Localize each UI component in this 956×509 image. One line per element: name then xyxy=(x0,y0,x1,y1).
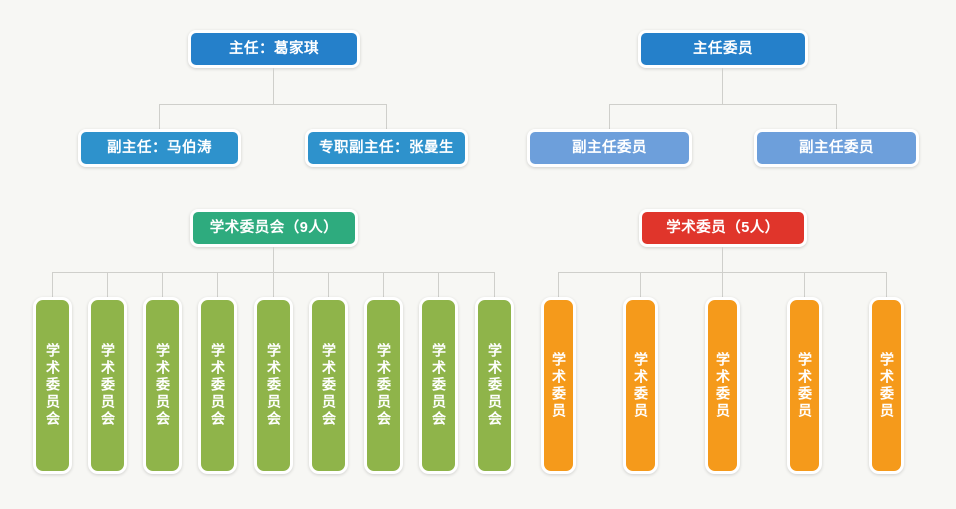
connector-left-deputies-bar xyxy=(159,104,387,105)
right-member-node-4[interactable]: 学术委员 xyxy=(787,297,822,474)
left-member-node-4[interactable]: 学术委员会 xyxy=(198,297,237,474)
right-member-node-3[interactable]: 学术委员 xyxy=(705,297,740,474)
left-root-node[interactable]: 主任：葛家琪 xyxy=(188,30,360,68)
left-committee-label: 学术委员会（9人） xyxy=(209,219,339,236)
left-committee-node[interactable]: 学术委员会（9人） xyxy=(190,209,358,247)
left-deputy-node-1[interactable]: 副主任：马伯涛 xyxy=(78,129,241,167)
right-deputy-node-1[interactable]: 副主任委员 xyxy=(527,129,692,167)
connector-left-member-drop-7 xyxy=(383,272,384,297)
left-member-label-3: 学术委员会 xyxy=(155,343,172,428)
connector-right-deputies-bar xyxy=(609,104,837,105)
left-deputy-label-2: 专职副主任：张曼生 xyxy=(319,139,454,156)
left-member-node-1[interactable]: 学术委员会 xyxy=(33,297,72,474)
left-deputy-label-1: 副主任：马伯涛 xyxy=(107,139,212,156)
right-committee-label: 学术委员（5人） xyxy=(666,219,780,236)
connector-left-member-drop-8 xyxy=(438,272,439,297)
left-member-node-8[interactable]: 学术委员会 xyxy=(419,297,458,474)
right-deputy-label-1: 副主任委员 xyxy=(572,139,647,156)
connector-right-member-drop-5 xyxy=(886,272,887,297)
right-root-label: 主任委员 xyxy=(693,40,753,57)
connector-left-deputy-1-drop xyxy=(159,104,160,129)
connector-left-committee-stem xyxy=(273,247,274,272)
right-committee-node[interactable]: 学术委员（5人） xyxy=(639,209,807,247)
left-root-label: 主任：葛家琪 xyxy=(229,40,319,57)
right-deputy-node-2[interactable]: 副主任委员 xyxy=(754,129,919,167)
connector-left-member-drop-6 xyxy=(328,272,329,297)
left-deputy-node-2[interactable]: 专职副主任：张曼生 xyxy=(305,129,468,167)
connector-right-committee-stem xyxy=(722,247,723,272)
connector-left-member-drop-3 xyxy=(162,272,163,297)
connector-left-member-drop-4 xyxy=(217,272,218,297)
left-member-label-2: 学术委员会 xyxy=(100,343,117,428)
connector-right-member-drop-1 xyxy=(558,272,559,297)
left-member-label-5: 学术委员会 xyxy=(266,343,283,428)
connector-left-root-stem xyxy=(273,68,274,104)
right-member-node-5[interactable]: 学术委员 xyxy=(869,297,904,474)
left-member-node-7[interactable]: 学术委员会 xyxy=(364,297,403,474)
connector-right-root-stem xyxy=(722,68,723,104)
left-member-node-5[interactable]: 学术委员会 xyxy=(254,297,293,474)
connector-left-member-drop-1 xyxy=(52,272,53,297)
connector-left-deputy-2-drop xyxy=(386,104,387,129)
right-member-label-1: 学术委员 xyxy=(551,351,568,420)
left-member-node-6[interactable]: 学术委员会 xyxy=(309,297,348,474)
left-member-label-9: 学术委员会 xyxy=(487,343,504,428)
left-member-label-6: 学术委员会 xyxy=(321,343,338,428)
connector-right-member-drop-3 xyxy=(722,272,723,297)
connector-right-deputy-1-drop xyxy=(609,104,610,129)
connector-right-deputy-2-drop xyxy=(836,104,837,129)
right-member-label-5: 学术委员 xyxy=(879,351,896,420)
right-member-node-2[interactable]: 学术委员 xyxy=(623,297,658,474)
left-member-node-2[interactable]: 学术委员会 xyxy=(88,297,127,474)
right-root-node[interactable]: 主任委员 xyxy=(638,30,808,68)
left-member-label-1: 学术委员会 xyxy=(45,343,62,428)
connector-right-member-drop-4 xyxy=(804,272,805,297)
left-member-label-8: 学术委员会 xyxy=(431,343,448,428)
left-member-label-7: 学术委员会 xyxy=(376,343,393,428)
right-member-node-1[interactable]: 学术委员 xyxy=(541,297,576,474)
right-member-label-4: 学术委员 xyxy=(797,351,814,420)
left-member-node-3[interactable]: 学术委员会 xyxy=(143,297,182,474)
connector-left-member-drop-2 xyxy=(107,272,108,297)
connector-left-member-drop-9 xyxy=(494,272,495,297)
right-member-label-3: 学术委员 xyxy=(715,351,732,420)
right-deputy-label-2: 副主任委员 xyxy=(799,139,874,156)
left-member-label-4: 学术委员会 xyxy=(210,343,227,428)
connector-left-member-drop-5 xyxy=(273,272,274,297)
connector-right-member-drop-2 xyxy=(640,272,641,297)
left-member-node-9[interactable]: 学术委员会 xyxy=(475,297,514,474)
right-member-label-2: 学术委员 xyxy=(633,351,650,420)
